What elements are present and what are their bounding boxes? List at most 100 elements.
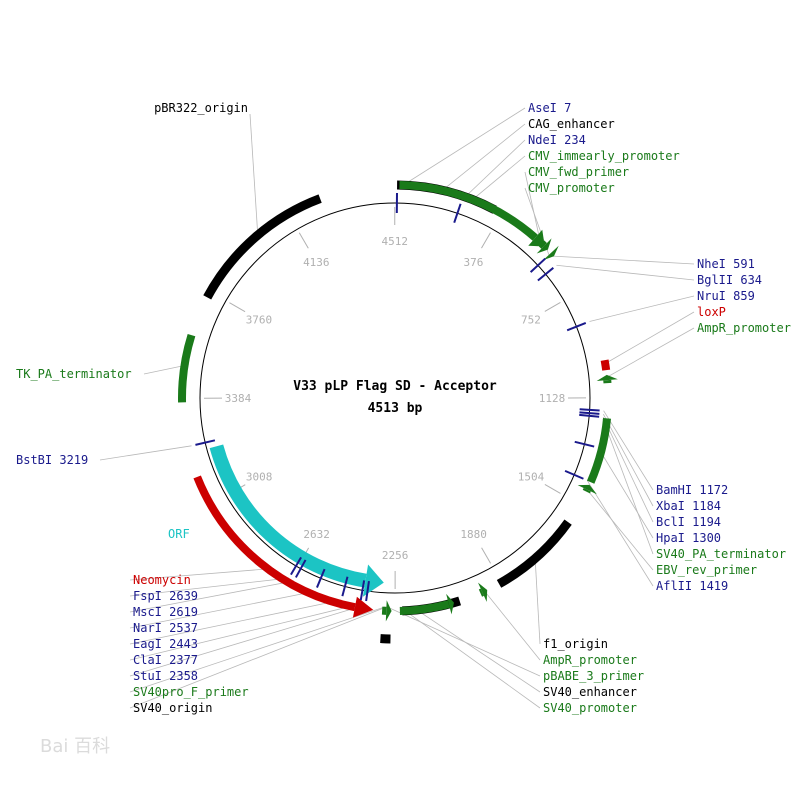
watermark-text: Bai 百科	[40, 736, 110, 757]
leader-line	[129, 580, 295, 613]
label-xbai-1184: XbaI 1184	[656, 499, 721, 513]
label-cmv-promoter: CMV_promoter	[528, 181, 615, 195]
leader-line	[603, 410, 654, 491]
leader-line	[438, 123, 526, 194]
tick-label: 752	[521, 313, 541, 326]
label-ebv-rev-primer: EBV_rev_primer	[656, 563, 757, 577]
map-size: 4513 bp	[368, 401, 423, 416]
label-eagi-2443: EagI 2443	[133, 637, 198, 651]
site-bglii-634	[537, 267, 554, 282]
tick-label: 2256	[382, 549, 409, 562]
site-nhei-591	[529, 257, 546, 273]
site-eagi-2443	[341, 576, 349, 597]
tick-label: 3760	[246, 314, 273, 327]
site-bstbi-3219	[195, 439, 216, 446]
tick-label: 1880	[460, 528, 487, 541]
feature-neomycin	[193, 475, 356, 612]
feature-ebv-rev-primer	[582, 487, 591, 494]
label-f1-origin: f1_origin	[543, 637, 608, 651]
site-nari-2537	[316, 568, 326, 588]
leader-line	[602, 327, 695, 380]
leader-line	[584, 486, 654, 571]
leader-line	[534, 553, 541, 645]
tick-label: 1128	[539, 392, 566, 405]
tick-label: 376	[464, 256, 484, 269]
leader-line	[129, 606, 387, 709]
leader-line	[481, 587, 541, 661]
position-ticks: 4512376752112815041880225626323008338437…	[203, 206, 587, 590]
label-asei-7: AseI 7	[528, 101, 571, 115]
site-hpai-1300	[574, 440, 595, 448]
tick-mark	[298, 232, 309, 249]
feature-cmv-fwd-primer	[538, 240, 547, 249]
leader-line	[129, 604, 366, 677]
leader-line	[129, 599, 342, 645]
watermark-logo: Bai 百科	[40, 736, 110, 757]
feature-arcs	[178, 180, 618, 644]
site-bamhi-1172	[579, 408, 600, 412]
site-ndei-234	[453, 203, 462, 224]
label-pbr322-origin: pBR322_origin	[154, 101, 248, 115]
label-ampr-promoter: AmpR_promoter	[543, 653, 637, 667]
tick-mark	[544, 483, 561, 494]
label-bglii-634: BglII 634	[697, 273, 762, 287]
tick-label: 1504	[518, 470, 545, 483]
feature-loxp	[600, 359, 611, 371]
feature-arrowhead	[478, 582, 488, 602]
feature-arrowhead	[528, 229, 545, 247]
label-cmv-fwd-primer: CMV_fwd_primer	[528, 165, 629, 179]
leader-line	[129, 590, 316, 629]
site-fspi-2639	[290, 556, 302, 576]
feature-arrowhead	[596, 374, 618, 382]
label-nrui-859: NruI 859	[697, 289, 755, 303]
label-sv40-pa-terminator: SV40_PA_terminator	[656, 547, 786, 561]
label-loxp: loxP	[697, 305, 726, 319]
label-ndei-234: NdeI 234	[528, 133, 586, 147]
leader-line	[556, 264, 695, 281]
leader-line	[589, 295, 695, 322]
site-stui-2358	[365, 581, 370, 602]
label-sv40-promoter: SV40_promoter	[543, 701, 637, 715]
feature-f1-origin	[496, 519, 572, 588]
leader-line	[602, 416, 654, 523]
feature-arrowhead	[352, 596, 374, 618]
feature-arrowhead	[385, 600, 392, 622]
tick-mark	[229, 302, 246, 313]
label-tk-pa-terminator: TK_PA_terminator	[16, 367, 132, 381]
label-bstbi-3219: BstBI 3219	[16, 453, 88, 467]
feature-arrowhead	[536, 238, 552, 254]
label-sv40-enhancer: SV40_enhancer	[543, 685, 637, 699]
label-nhei-591: NheI 591	[697, 257, 755, 271]
feature-sv40-promoter	[399, 600, 450, 615]
label-stui-2358: StuI 2358	[133, 669, 198, 683]
site-msci-2619	[295, 559, 307, 578]
tick-label: 4136	[303, 256, 330, 269]
label-bamhi-1172: BamHI 1172	[656, 483, 728, 497]
label-neomycin: Neomycin	[133, 573, 191, 587]
feature-ampr-promoter	[478, 588, 484, 597]
label-sv40pro-f-primer: SV40pro_F_primer	[133, 685, 249, 699]
tick-label: 4512	[382, 235, 409, 248]
label-hpai-1300: HpaI 1300	[656, 531, 721, 545]
leader-line	[468, 155, 526, 203]
label-cag-enhancer: CAG_enhancer	[528, 117, 615, 131]
feature-orf	[209, 444, 367, 588]
leader-line	[399, 606, 541, 709]
leader-line	[129, 603, 361, 661]
feature-cmv-immearly-promoter	[399, 181, 538, 241]
feature-arrowhead	[543, 245, 559, 261]
site-bcli-1194	[579, 413, 600, 418]
leader-line	[548, 255, 695, 265]
feature-arrowhead	[577, 484, 597, 495]
leader-line	[602, 418, 654, 555]
tick-label: 3008	[246, 471, 273, 484]
label-sv40-origin: SV40_origin	[133, 701, 212, 715]
label-leader-lines	[99, 107, 695, 709]
site-nrui-859	[566, 322, 587, 332]
leader-line	[597, 447, 654, 539]
site-aflii-1419	[564, 469, 584, 480]
label-orf: ORF	[168, 527, 190, 541]
